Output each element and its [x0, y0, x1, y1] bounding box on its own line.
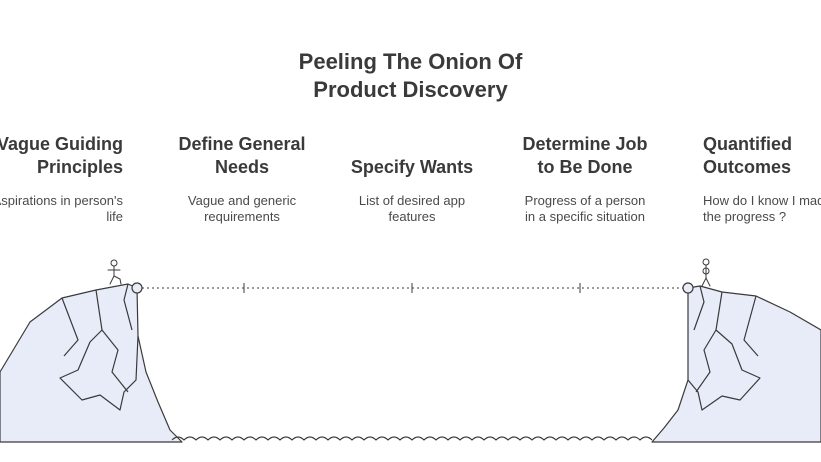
stage-2-title-line-1: Define General [178, 134, 306, 154]
stage-4-desc: Progress of a person in a specific situa… [505, 193, 665, 225]
water-waves [171, 436, 653, 441]
diagram-title-line-1: Peeling The Onion Of [298, 49, 523, 74]
stage-3-title-line-1: Specify Wants [350, 157, 474, 177]
stage-1-title-line-1: Vague Guiding [0, 134, 123, 154]
stage-1-title: Vague Guiding Principles [0, 133, 123, 179]
diagram-title-line-2: Product Discovery [313, 77, 508, 102]
stage-5-desc-line-1: How do I know I made [703, 193, 821, 208]
stage-3-desc: List of desired app features [332, 193, 492, 225]
stage-2-desc: Vague and generic requirements [162, 193, 322, 225]
stage-5-title-line-2: Outcomes [703, 157, 792, 177]
bridge-end-node [682, 282, 694, 294]
stage-3-title: Specify Wants [332, 156, 492, 179]
stage-1-desc: Aspirations in person's life [0, 193, 123, 225]
stage-1-title-line-2: Principles [36, 157, 123, 177]
stage-2-desc-line-1: Vague and generic [187, 193, 297, 208]
stage-1-desc-line-1: Aspirations in person's [0, 193, 123, 208]
stage-2-desc-line-2: requirements [204, 209, 280, 224]
person-icon [701, 258, 711, 287]
stage-5-desc: How do I know I made the progress ? [703, 193, 821, 225]
right-cliff [651, 285, 821, 443]
stage-5: Quantified Outcomes How do I know I made… [703, 133, 821, 233]
stage-5-title: Quantified Outcomes [703, 133, 792, 179]
stage-2-title-line-2: Needs [214, 157, 270, 177]
stage-3-desc-line-1: List of desired app [358, 193, 466, 208]
stage-5-desc-line-2: the progress ? [703, 209, 787, 224]
stage-4-desc-line-2: in a specific situation [525, 209, 645, 224]
stage-1-desc-line-2: life [106, 209, 123, 224]
bridge-start-node [131, 282, 143, 294]
diagram-title: Peeling The Onion Of Product Discovery [0, 48, 821, 104]
left-cliff [0, 283, 183, 443]
stage-4-title-line-1: Determine Job [522, 134, 648, 154]
stage-4-desc-line-1: Progress of a person [524, 193, 646, 208]
person-icon [107, 259, 122, 285]
stage-5-title-line-1: Quantified [703, 134, 792, 154]
stage-4-title: Determine Job to Be Done [505, 133, 665, 179]
stage-3-desc-line-2: features [388, 209, 436, 224]
stage-4-title-line-2: to Be Done [537, 157, 633, 177]
stage-2-title: Define General Needs [162, 133, 322, 179]
